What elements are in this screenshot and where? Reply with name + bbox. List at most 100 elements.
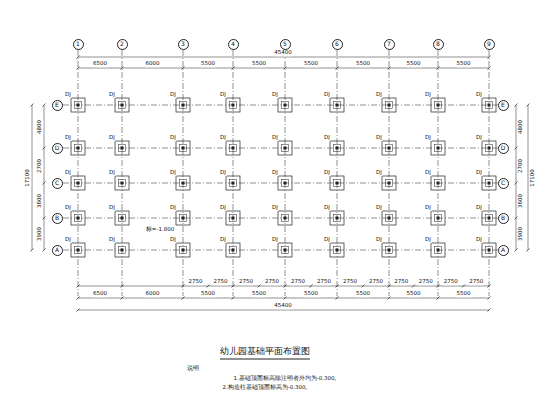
footing-step — [75, 102, 82, 109]
axis-number: 5 — [283, 41, 287, 47]
column-section — [284, 217, 287, 220]
dimension-text: 3900 — [518, 227, 524, 242]
axis-line — [389, 50, 390, 296]
footing-mark: DJ — [425, 170, 432, 176]
dimension-tick — [488, 67, 491, 70]
dimension-tick — [31, 104, 34, 107]
footing-step — [282, 215, 289, 222]
footing-outline — [278, 243, 292, 257]
dimension-text: 5500 — [252, 291, 267, 297]
dimension-text: 3600 — [37, 193, 43, 208]
footing-outline — [176, 141, 190, 155]
column-section — [488, 147, 491, 150]
footing-mark: DJ — [170, 205, 177, 211]
footing-step — [282, 145, 289, 152]
footing-mark: DJ — [220, 92, 227, 98]
column-section — [336, 147, 339, 150]
footing-step — [334, 215, 341, 222]
dimension-text: 2750 — [188, 279, 203, 285]
column-section — [77, 147, 80, 150]
dimension-tick — [43, 104, 46, 107]
axis-bubble: E — [52, 100, 63, 111]
dimension-tick — [515, 147, 518, 150]
footing-outline — [431, 176, 445, 190]
column-section — [77, 182, 80, 185]
column-section — [182, 182, 185, 185]
axis-line — [63, 183, 507, 184]
axis-bubble: C — [52, 178, 63, 189]
dimension-text: 5500 — [201, 291, 216, 297]
column-section — [336, 104, 339, 107]
column-section — [284, 249, 287, 252]
dimension-tick — [77, 309, 80, 312]
footing-step — [435, 215, 442, 222]
axis-bubble: A — [52, 245, 63, 256]
dimension-text: 2750 — [343, 279, 358, 285]
linework-group — [31, 50, 530, 312]
column-section — [182, 217, 185, 220]
dimension-tick — [182, 67, 185, 70]
column-section — [232, 217, 235, 220]
footing-mark: DJ — [220, 170, 227, 176]
footing-outline — [382, 98, 396, 112]
axis-line — [285, 50, 286, 296]
axis-bubble: B — [52, 213, 63, 224]
footing-outline — [226, 243, 240, 257]
footing-outline — [382, 243, 396, 257]
dimension-tick — [77, 297, 80, 300]
dimension-text: 5500 — [356, 61, 371, 67]
dimension-tick — [527, 104, 530, 107]
footing-outline — [115, 141, 129, 155]
axis-bubble: 8 — [433, 39, 444, 50]
column-section — [336, 182, 339, 185]
dimension-tick — [310, 285, 313, 288]
dimension-line — [44, 105, 45, 250]
axis-bubble: B — [498, 213, 509, 224]
dimension-text: 2750 — [443, 279, 458, 285]
axis-number: A — [55, 247, 59, 253]
axis-number: E — [55, 102, 59, 108]
footing-mark: DJ — [170, 170, 177, 176]
footing-step — [334, 102, 341, 109]
dimension-text: 45400 — [274, 50, 293, 56]
footing-outline — [115, 211, 129, 225]
dimension-text: 2750 — [469, 279, 484, 285]
dimension-tick — [336, 67, 339, 70]
footing-outline — [330, 243, 344, 257]
footing-mark: DJ — [324, 135, 331, 141]
footing-outline — [71, 211, 85, 225]
footing-outline — [176, 98, 190, 112]
footing-step — [386, 102, 393, 109]
footing-outline — [482, 98, 496, 112]
column-section — [488, 217, 491, 220]
dimension-tick — [121, 285, 124, 288]
footing-mark: DJ — [109, 205, 116, 211]
footing-mark: DJ — [109, 135, 116, 141]
axis-bubble: A — [498, 245, 509, 256]
column-section — [336, 217, 339, 220]
footing-step — [435, 180, 442, 187]
dimension-tick — [43, 249, 46, 252]
footing-step — [486, 247, 493, 254]
footing-mark: DJ — [376, 170, 383, 176]
dimension-text: 45400 — [274, 303, 293, 309]
dimension-line — [78, 68, 489, 69]
column-section — [488, 249, 491, 252]
dimension-text: 5500 — [201, 61, 216, 67]
column-section — [232, 147, 235, 150]
footing-mark: DJ — [65, 205, 72, 211]
dimension-tick — [488, 309, 491, 312]
column-section — [437, 217, 440, 220]
axis-bubble: 1 — [73, 39, 84, 50]
axis-line — [63, 250, 507, 251]
footing-outline — [431, 211, 445, 225]
dimension-text: 2750 — [418, 279, 433, 285]
footing-step — [119, 145, 126, 152]
dimension-tick — [388, 285, 391, 288]
footing-mark: DJ — [476, 237, 483, 243]
dimension-text: 2750 — [239, 279, 254, 285]
footing-mark: DJ — [65, 170, 72, 176]
footing-outline — [431, 243, 445, 257]
footing-step — [180, 180, 187, 187]
footing-mark: DJ — [65, 135, 72, 141]
